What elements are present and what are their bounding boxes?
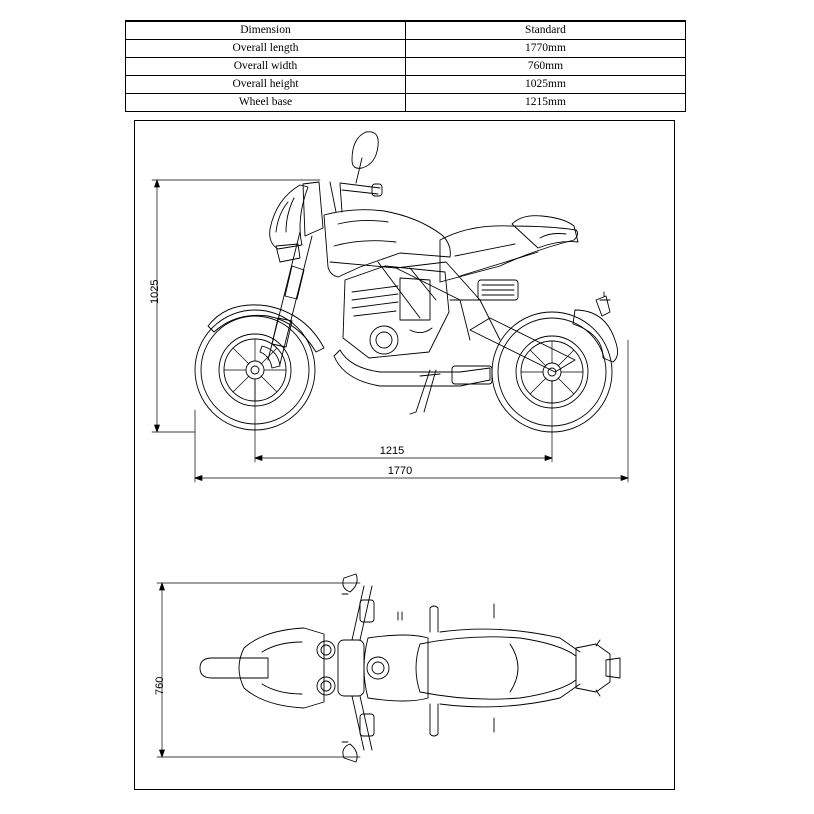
height-dimension-label: 1025	[149, 280, 161, 304]
table-row: Wheel base 1215mm	[125, 93, 686, 112]
headlight-cowl	[269, 181, 324, 263]
top-headlight	[238, 627, 325, 709]
drawing-frame	[134, 120, 675, 790]
handlebar-mirror	[329, 131, 383, 213]
rear-suspension	[469, 279, 576, 373]
seat-tail	[439, 215, 579, 283]
side-stand	[409, 369, 441, 415]
top-seat	[415, 636, 577, 700]
width-dimension	[156, 582, 361, 758]
length-dimension-label: 1770	[388, 465, 412, 477]
row-value: 1215mm	[405, 93, 686, 112]
top-fuel-tank	[363, 634, 429, 702]
trellis-frame	[329, 261, 501, 341]
front-fender	[207, 304, 325, 353]
width-dimension-label: 760	[154, 677, 166, 695]
side-view-motorcycle	[194, 131, 618, 433]
top-handlebar	[341, 573, 375, 763]
top-tail	[575, 643, 611, 693]
dimension-table: Dimension Standard Overall length 1770mm…	[125, 20, 686, 112]
wheelbase-dimension-label: 1215	[380, 445, 404, 457]
front-fork	[267, 231, 313, 365]
top-view-motorcycle	[199, 573, 621, 763]
row-label: Overall width	[125, 57, 406, 76]
rear-hugger	[572, 291, 618, 363]
side-dimension-lines	[151, 179, 629, 483]
top-front-tire	[199, 657, 269, 679]
table-row: Overall width 760mm	[125, 57, 686, 76]
engine	[333, 265, 493, 387]
